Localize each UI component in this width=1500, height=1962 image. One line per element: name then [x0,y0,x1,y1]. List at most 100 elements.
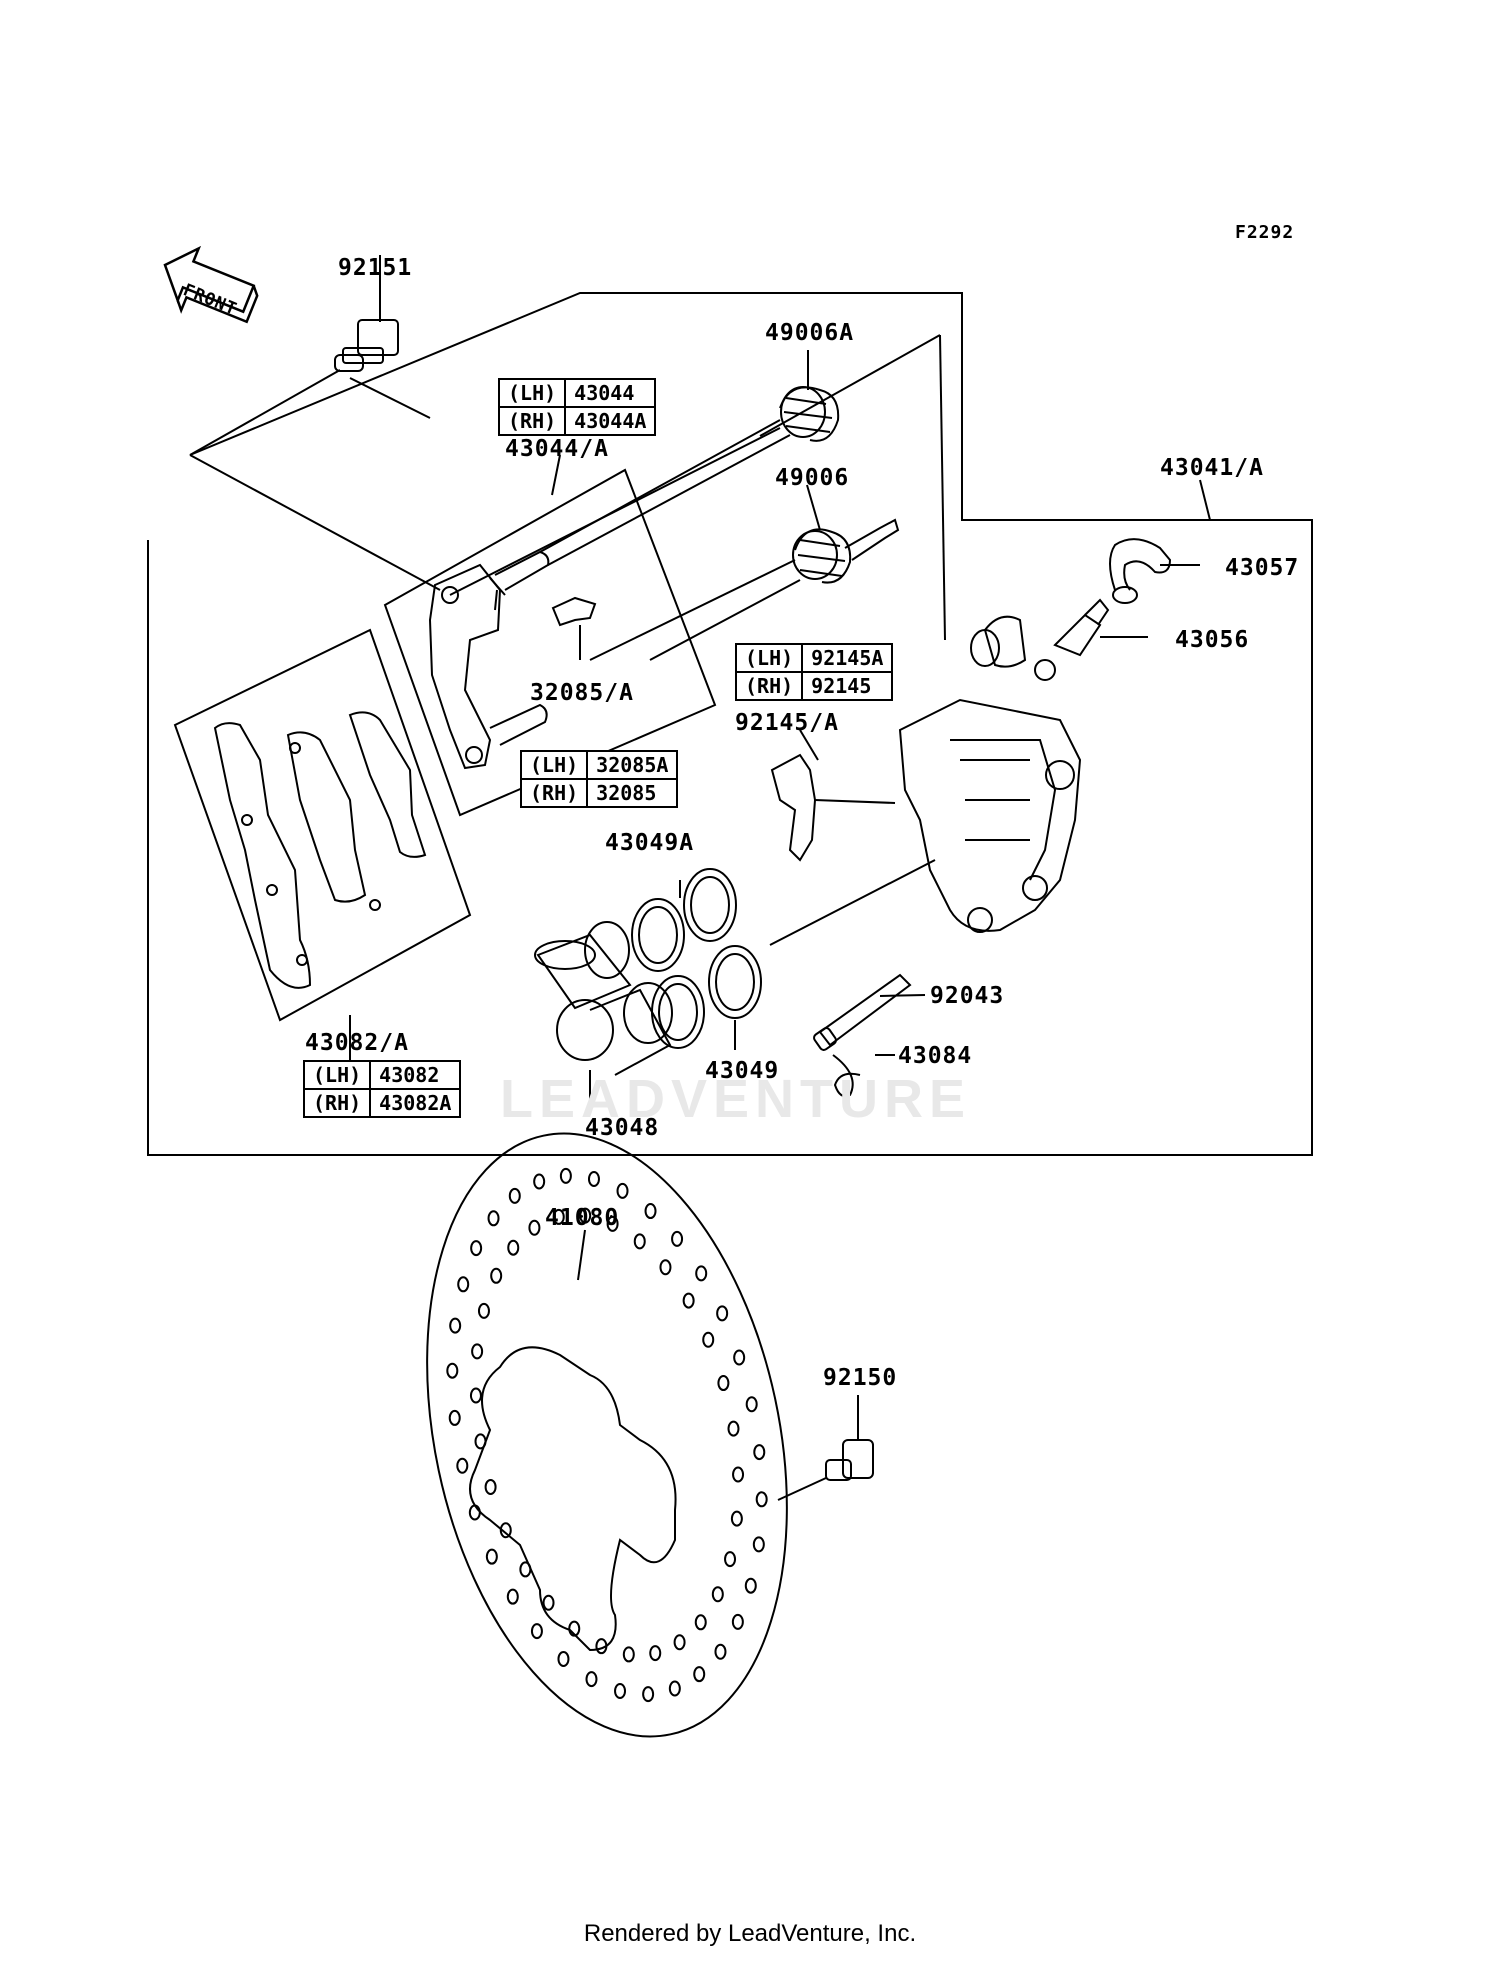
callout-49006A: 49006A [765,320,855,346]
seal-43049-1 [651,975,705,1049]
disc-hole [682,1292,695,1309]
front-arrow-icon [163,245,259,324]
callout-43041A: 43041/A [1160,455,1264,481]
slide-pin-49006 [792,518,900,584]
callout-43056: 43056 [1175,627,1250,653]
disc-hole [559,1167,572,1184]
brake-disc-41080 [426,1132,788,1738]
disc-hole [487,1210,500,1227]
disc-hole [716,1305,729,1322]
brake-pad-backing [348,711,427,858]
disc-hole [446,1362,459,1379]
disc-hole [694,1614,707,1631]
disc-hole [724,1551,737,1568]
disc-hole [755,1491,768,1508]
callout-41080: 41080 [545,1205,620,1231]
disc-hole [471,1343,484,1360]
disc-holes [446,1167,768,1703]
disc-hole [642,1686,655,1703]
brake-pad-outer [213,722,312,989]
disc-hole [644,1203,657,1220]
seal-43049A-1 [631,898,685,972]
table-43044: (LH)43044 (RH)43044A [497,378,657,436]
disc-hole [585,1671,598,1688]
disc-hole [533,1173,546,1190]
disc-hole [649,1645,662,1662]
pad-spring-32085 [551,596,597,627]
seal-43049A-2 [683,868,737,942]
caliper-assembly-frame [147,292,1313,1156]
disc-hole [714,1643,727,1660]
bracket-frame [383,468,717,817]
disc-hole [753,1444,766,1461]
disc-hole [552,1208,565,1225]
disc-hole [557,1650,570,1667]
caliper-bracket [428,563,502,770]
disc-hole [490,1267,503,1284]
callout-43049A: 43049A [605,830,695,856]
table-row: (RH)43044A [497,406,657,436]
disc-hole [568,1620,581,1637]
disc-hole [468,1504,481,1521]
callout-43082A: 43082/A [305,1030,409,1056]
disc-hole [528,1219,541,1236]
callout-92151: 92151 [338,255,413,281]
disc-hole [622,1646,635,1663]
disc-hole [449,1317,462,1334]
table-row: (LH)92145A [734,643,894,673]
callout-49006: 49006 [775,465,850,491]
disc-hole [606,1215,619,1232]
disc-hole [730,1510,743,1527]
piston-43048-upper [534,921,632,1010]
table-row: (LH)43044 [497,378,657,408]
callout-92145A: 92145/A [735,710,839,736]
disc-bolt-92150 [777,1395,874,1501]
table-32085: (LH)32085A (RH)32085 [519,750,679,808]
slide-pin-boot-49006A [779,386,840,442]
table-row: (RH)92145 [734,671,894,701]
disc-hole [717,1375,730,1392]
disc-hole [484,1478,497,1495]
disc-hole [448,1409,461,1426]
disc-hole [519,1561,532,1578]
disc-hole [659,1259,672,1276]
disc-hole [456,1457,469,1474]
table-row: (RH)43082A [302,1088,462,1118]
disc-hole [633,1233,646,1250]
disc-hole [507,1239,520,1256]
disc-hole [477,1302,490,1319]
callout-92150: 92150 [823,1365,898,1391]
table-row: (RH)32085 [519,778,679,808]
disc-hole [542,1594,555,1611]
bleeder-valve-43056 [1053,613,1102,657]
footer-credit: Rendered by LeadVenture, Inc. [583,1920,917,1947]
disc-hole [506,1588,519,1605]
disc-hole [744,1577,757,1594]
disc-hole [671,1230,684,1247]
callout-43049: 43049 [705,1058,780,1084]
disc-hole [731,1613,744,1630]
figure-code: F2292 [1235,222,1295,243]
cotter-pin-43084 [832,1054,861,1098]
table-row: (LH)43082 [302,1060,462,1090]
callout-43048: 43048 [585,1115,660,1141]
disc-hole [732,1466,745,1483]
disc-hole [668,1680,681,1697]
watermark: LEADVENTURE [500,1069,972,1129]
callout-92043: 92043 [930,983,1005,1009]
callout-43084: 43084 [898,1043,973,1069]
disc-hole [469,1387,482,1404]
disc-hole [733,1349,746,1366]
disc-hole [695,1265,708,1282]
disc-hole [752,1536,765,1553]
table-row: (LH)32085A [519,750,679,780]
brake-pad-middle [286,731,367,903]
disc-hole [587,1171,600,1188]
callout-43044A: 43044/A [505,436,609,462]
callout-43057: 43057 [1225,555,1300,581]
disc-hole [595,1638,608,1655]
piston-43048-lower [556,982,673,1076]
table-43082: (LH)43082 (RH)43082A [302,1060,462,1118]
disc-hole [745,1396,758,1413]
